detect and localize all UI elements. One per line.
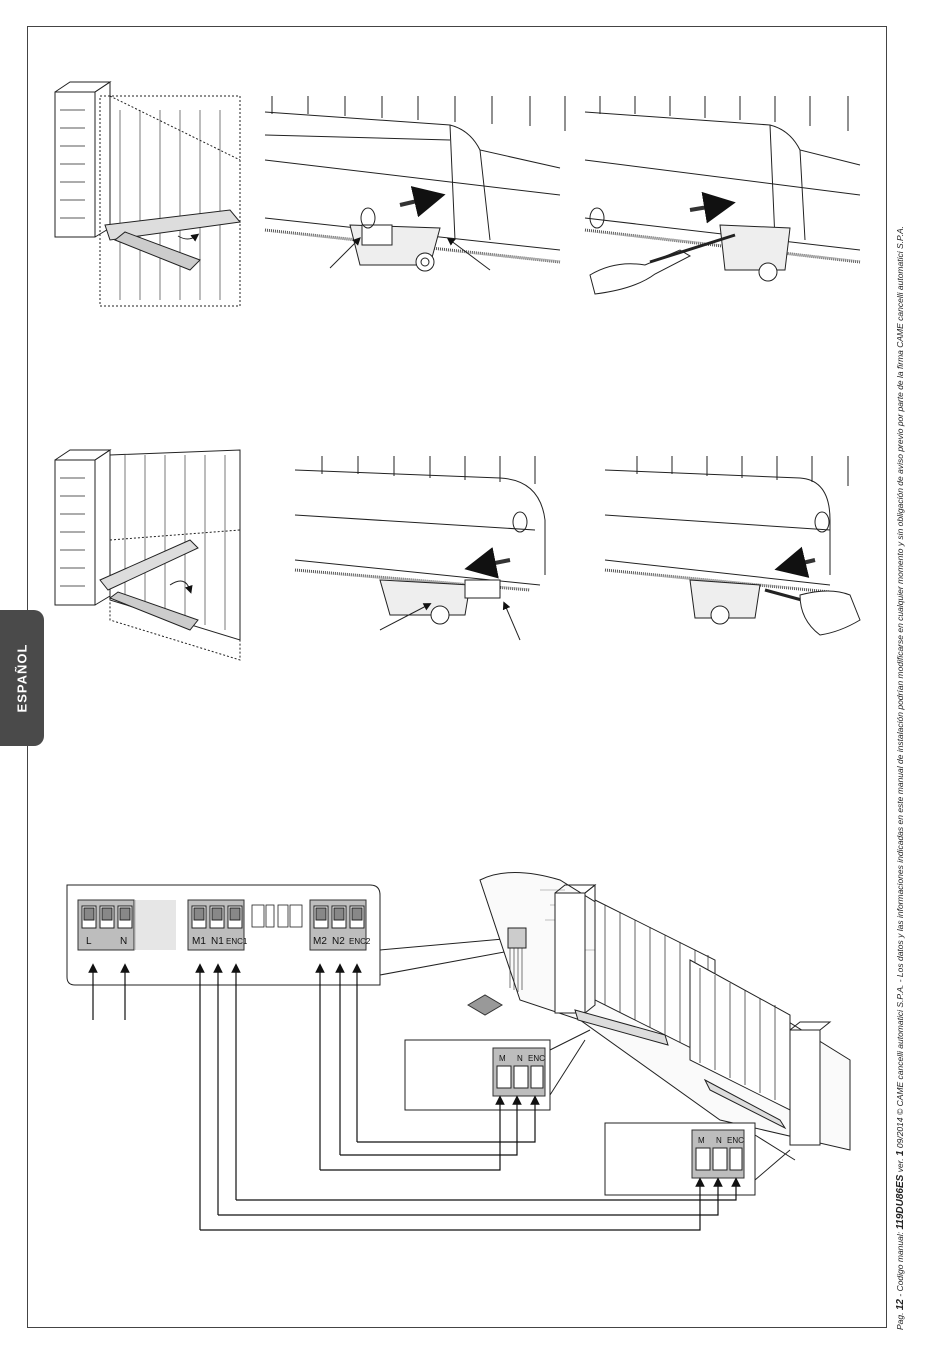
footer-page-prefix: Pag. xyxy=(895,1312,905,1331)
control-box-icon xyxy=(507,927,527,949)
terminal-label-N1: N1 xyxy=(211,936,224,947)
motor-a-label-M: M xyxy=(499,1054,506,1063)
motor-b-label-ENC: ENC xyxy=(727,1136,744,1145)
footer-version-label: ver. xyxy=(895,1158,905,1173)
operator-lock-illustration-1 xyxy=(294,456,546,641)
motor-b-label-N: N xyxy=(716,1136,722,1145)
footer-manual-code: 119DU86ES xyxy=(895,1174,906,1230)
motor-a-label-N: N xyxy=(517,1054,523,1063)
terminal-label-M2: M2 xyxy=(313,936,327,947)
control-board xyxy=(66,884,516,986)
terminal-block-power xyxy=(77,899,176,951)
terminal-block-motor2 xyxy=(309,899,367,951)
page-footer: Pag. 12 - Codigo manual: 119DU86ES ver. … xyxy=(895,70,906,1330)
terminal-label-ENC1: ENC1 xyxy=(226,937,248,946)
gate-scene-illustration xyxy=(467,872,851,1151)
footer-manual-code-label: - Codigo manual: xyxy=(895,1231,905,1297)
gate-arm-open-illustration xyxy=(54,449,241,661)
footer-page-number: 12 xyxy=(895,1299,906,1311)
motor-b-terminal xyxy=(604,1122,796,1196)
wiring-motor2 xyxy=(315,963,540,1171)
gate-arm-closed-illustration xyxy=(54,81,241,307)
operator-release-illustration-1 xyxy=(264,96,566,272)
footer-date: 09/2014 xyxy=(895,1117,905,1149)
wiring-motor1 xyxy=(195,963,741,1231)
terminal-label-M1: M1 xyxy=(192,936,206,947)
terminal-label-ENC2: ENC2 xyxy=(349,937,371,946)
operator-lock-illustration-2 xyxy=(604,456,861,636)
footer-copyright: © CAME cancelli automatici S.P.A. - Los … xyxy=(895,226,905,1115)
hand-icon xyxy=(589,249,692,295)
motor-b-label-M: M xyxy=(698,1136,705,1145)
hand-icon xyxy=(799,590,861,636)
motor-a-label-ENC: ENC xyxy=(528,1054,545,1063)
terminal-label-L: L xyxy=(86,936,92,947)
terminal-block-motor1 xyxy=(187,899,245,951)
wrench-icon xyxy=(649,233,736,264)
terminal-label-N: N xyxy=(120,936,127,947)
language-tab[interactable]: ESPAÑOL xyxy=(0,610,44,746)
motor-a-terminal xyxy=(404,1029,591,1111)
terminal-label-N2: N2 xyxy=(332,936,345,947)
operator-release-illustration-2 xyxy=(584,96,861,295)
footer-version: 1 xyxy=(895,1150,906,1157)
power-input-arrows xyxy=(88,963,130,1020)
